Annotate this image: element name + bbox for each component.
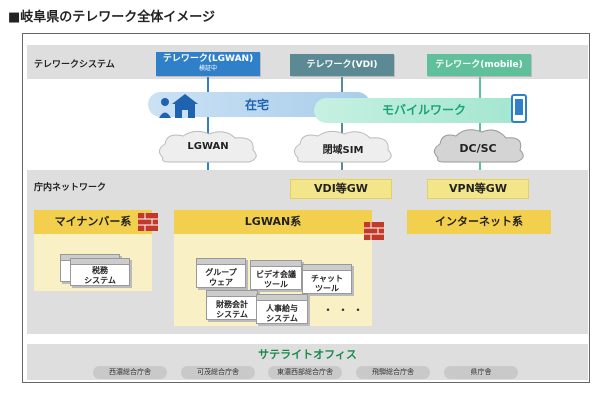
office-hida: 飛騨総合庁舎 [356, 366, 430, 379]
groupware-app: グループ ウェア [196, 258, 246, 288]
page-title: ■岐阜県のテレワーク全体イメージ [8, 10, 216, 25]
office-seino: 西濃総合庁舎 [93, 366, 167, 379]
dcsc-cloud-icon [434, 129, 524, 163]
satellite-office-title: サテライトオフィス [258, 348, 357, 361]
telework-lgwan-label: テレワーク(LGWAN) [162, 54, 254, 64]
financial-accounting-app: 財務会計 システム [206, 290, 258, 320]
vpn-gateway: VPN等GW [427, 179, 529, 199]
lgwan-cloud-icon [159, 130, 257, 163]
telework-system-label: テレワークシステム [34, 60, 115, 70]
tax-system-label: 税務 システム [70, 258, 130, 286]
telework-vdi-box: テレワーク(VDI) [290, 54, 394, 76]
mynumber-zone-header: マイナンバー系 [34, 210, 152, 234]
home-icon [159, 94, 198, 118]
diagram-frame [22, 33, 590, 383]
lgwan-cloud-label: LGWAN [187, 141, 229, 152]
firewall-icon [364, 222, 384, 240]
firewall-icon [138, 213, 158, 231]
vdi-gateway: VDI等GW [290, 179, 392, 199]
lgwan-zone-header: LGWAN系 [174, 210, 372, 234]
closed-sim-cloud-label: 閉域SIM [322, 145, 364, 156]
closed-sim-cloud-icon [294, 130, 392, 163]
chat-tool-app: チャット ツール [302, 264, 352, 294]
home-work-label: 在宅 [245, 98, 270, 112]
internet-zone-header: インターネット系 [407, 210, 551, 234]
payroll-system-app: 人事給与 システム [256, 294, 308, 324]
smartphone-icon [511, 94, 527, 123]
office-prefectural: 県庁舎 [444, 366, 518, 379]
internal-network-label: 庁内ネットワーク [34, 183, 107, 193]
office-tono-seibu: 東濃西部総合庁舎 [268, 366, 342, 379]
mobile-work-label: モバイルワーク [382, 103, 467, 117]
telework-lgwan-sub: 検証中 [198, 65, 217, 72]
dcsc-cloud-label: DC/SC [459, 142, 497, 155]
telework-lgwan-box: テレワーク(LGWAN) 検証中 [156, 52, 260, 76]
more-apps-ellipsis: ・・・ [322, 303, 368, 317]
telework-mobile-box: テレワーク(mobile) [427, 54, 531, 76]
office-kamo: 可茂総合庁舎 [181, 366, 255, 379]
video-conference-app: ビデオ会議 ツール [250, 260, 302, 290]
mobile-work-pill [314, 98, 524, 123]
